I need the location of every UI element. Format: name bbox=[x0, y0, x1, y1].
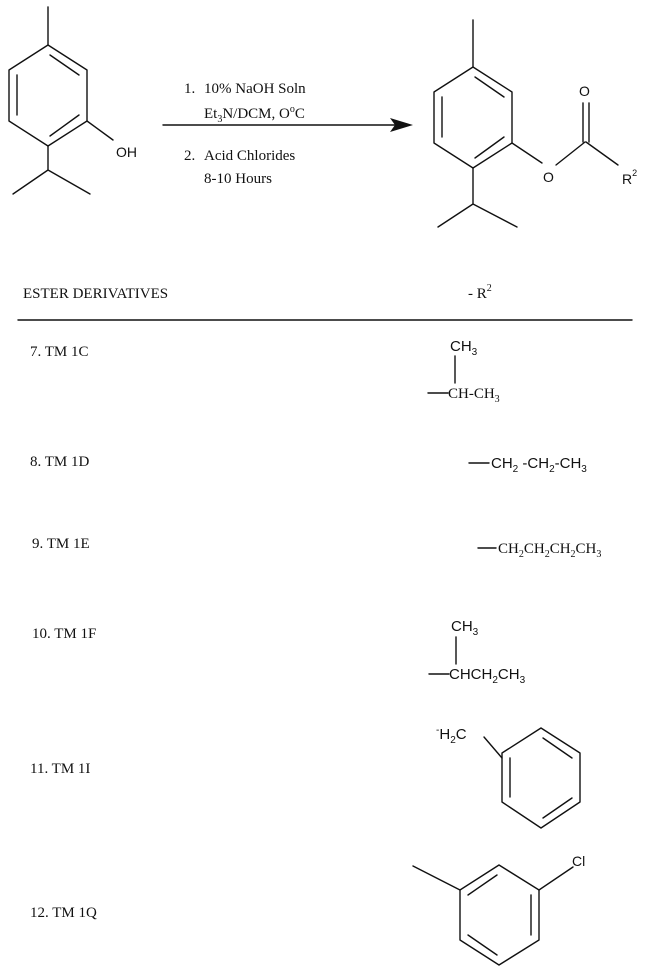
step1-reagent: 10% NaOH Soln bbox=[204, 81, 306, 97]
row-label-11: 11. TM 1I bbox=[30, 761, 90, 777]
row-label-10: 10. TM 1F bbox=[32, 626, 96, 642]
step2-time: 8-10 Hours bbox=[204, 171, 272, 187]
table-row: 9. TM 1E CH2CH2CH2CH3 bbox=[32, 536, 601, 560]
product-r-bond bbox=[585, 141, 619, 166]
row-label-9: 9. TM 1E bbox=[32, 536, 90, 552]
product-o-carbonyl-bond bbox=[555, 141, 586, 166]
table-row: 7. TM 1C CH3 CH-CH3 bbox=[30, 338, 500, 405]
table-row: 12. TM 1Q Cl bbox=[30, 853, 585, 966]
product-ester-o-bond bbox=[511, 142, 543, 164]
row12-benzene-ring bbox=[459, 864, 540, 966]
row10-main-chain: CHCH2CH3 bbox=[449, 666, 526, 686]
step2-reagent: Acid Chlorides bbox=[204, 148, 295, 164]
table-header-derivatives: ESTER DERIVATIVES bbox=[23, 286, 168, 302]
row10-methyl-group: CH3 bbox=[451, 618, 479, 638]
row-label-8: 8. TM 1D bbox=[30, 454, 89, 470]
product-carbonyl-oxygen: O bbox=[579, 83, 590, 99]
product-ester-oxygen: O bbox=[543, 169, 554, 185]
row-label-12: 12. TM 1Q bbox=[30, 905, 97, 921]
row12-attach-bond bbox=[412, 865, 461, 891]
product-r-group: R2 bbox=[622, 168, 637, 187]
table-row: 11. TM 1I -H2C bbox=[30, 725, 581, 829]
row7-main-chain: CH-CH3 bbox=[448, 386, 500, 405]
product-isopropyl bbox=[437, 167, 518, 228]
step1-number: 1. bbox=[184, 81, 195, 97]
row11-benzene-inner-bonds bbox=[509, 737, 573, 819]
reactant-oh-label: OH bbox=[116, 144, 137, 160]
row12-chlorine-label: Cl bbox=[572, 853, 585, 869]
reactant-thymol-structure: OH bbox=[8, 6, 137, 195]
row12-cl-bond bbox=[538, 866, 574, 891]
product-ring-inner-bonds bbox=[441, 76, 505, 159]
reactant-oh-bond bbox=[86, 120, 114, 141]
row-label-7: 7. TM 1C bbox=[30, 344, 88, 360]
step1-solvent: Et3N/DCM, OoC bbox=[204, 104, 305, 125]
reaction-arrow bbox=[162, 118, 413, 132]
product-ring bbox=[433, 66, 513, 169]
reactant-ring bbox=[8, 44, 88, 147]
row12-benzene-inner-bonds bbox=[467, 874, 532, 956]
step2-number: 2. bbox=[184, 148, 195, 164]
row8-formula: CH2 -CH2-CH3 bbox=[491, 455, 587, 475]
row7-methyl-group: CH3 bbox=[450, 338, 478, 358]
product-ester-structure: O O R2 bbox=[433, 19, 637, 228]
row11-benzene-ring bbox=[501, 727, 581, 829]
table-header-r-group: - R2 bbox=[468, 283, 492, 302]
table-row: 10. TM 1F CH3 CHCH2CH3 bbox=[32, 618, 526, 686]
row11-ch2-bond bbox=[483, 736, 503, 759]
reactant-isopropyl bbox=[12, 145, 91, 195]
row11-ch2-label: -H2C bbox=[436, 725, 467, 746]
reactant-ring-inner-bonds bbox=[16, 54, 80, 137]
reaction-conditions: 1. 10% NaOH Soln Et3N/DCM, OoC 2. Acid C… bbox=[184, 81, 306, 187]
row9-formula: CH2CH2CH2CH3 bbox=[498, 541, 601, 560]
table-row: 8. TM 1D CH2 -CH2-CH3 bbox=[30, 454, 587, 475]
